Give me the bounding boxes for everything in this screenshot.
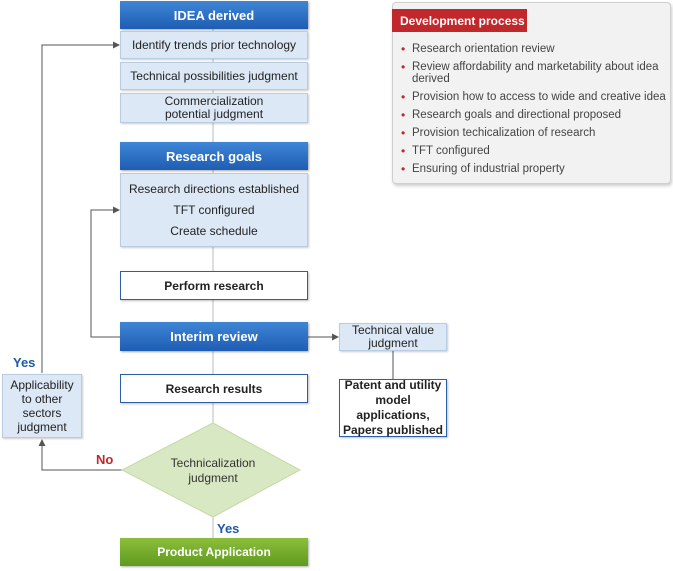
applicability-box: Applicability to other sectors judgment — [2, 374, 82, 438]
applicability-line-3: sectors — [22, 406, 62, 420]
idea-derived-header: IDEA derived — [120, 1, 308, 29]
commercialization-line-2: potential judgment — [164, 107, 264, 121]
technicalization-line-2: judgment — [188, 471, 238, 485]
commercialization-box: Commercialization potential judgment — [120, 93, 308, 123]
commercialization-line-1: Commercialization — [164, 94, 264, 108]
yes-bottom-label: Yes — [217, 521, 240, 536]
list-item: TFT configured — [401, 145, 673, 157]
patent-line-1: Patent and utility — [344, 378, 442, 392]
list-item: Review affordability and marketability a… — [401, 61, 673, 85]
development-process-list: Research orientation review Review affor… — [401, 43, 673, 181]
patent-box: Patent and utility model applications, P… — [339, 378, 447, 437]
applicability-line-2: to other — [21, 392, 63, 406]
technical-value-line-2: judgment — [368, 336, 418, 350]
identify-trends-box: Identify trends prior technology — [120, 31, 308, 59]
technical-value-box: Technical value judgment — [339, 323, 447, 351]
list-item: Provision techicalization of research — [401, 127, 673, 139]
technical-possibilities-box: Technical possibilities judgment — [120, 62, 308, 90]
research-goals-header: Research goals — [120, 142, 308, 170]
research-results-box: Research results — [120, 374, 308, 403]
interim-review-header: Interim review — [120, 322, 308, 351]
research-directions-box: Research directions established TFT conf… — [120, 173, 308, 247]
create-schedule-label: Create schedule — [170, 223, 258, 238]
technical-value-line-1: Technical value — [351, 323, 435, 337]
technicalization-line-1: Technicalization — [170, 456, 256, 470]
no-label: No — [96, 452, 114, 467]
patent-line-2: model applications, — [356, 393, 430, 422]
research-directions-label: Research directions established — [128, 181, 300, 196]
yes-left-label: Yes — [13, 355, 36, 370]
technicalization-label: Technicalization judgment — [150, 456, 276, 486]
patent-line-3: Papers published — [342, 423, 444, 437]
applicability-line-4: judgment — [17, 420, 67, 434]
list-item: Ensuring of industrial property — [401, 163, 673, 175]
perform-research-box: Perform research — [120, 271, 308, 300]
list-item: Provision how to access to wide and crea… — [401, 91, 673, 103]
development-process-title: Development process — [392, 9, 527, 32]
list-item: Research goals and directional proposed — [401, 109, 673, 121]
applicability-line-1: Applicability — [10, 378, 74, 392]
product-application-box: Product Application — [120, 538, 308, 566]
development-process-panel: Development process Research orientation… — [392, 2, 671, 184]
tft-configured-label: TFT configured — [173, 202, 255, 217]
list-item: Research orientation review — [401, 43, 673, 55]
decision-diamond — [120, 422, 302, 518]
